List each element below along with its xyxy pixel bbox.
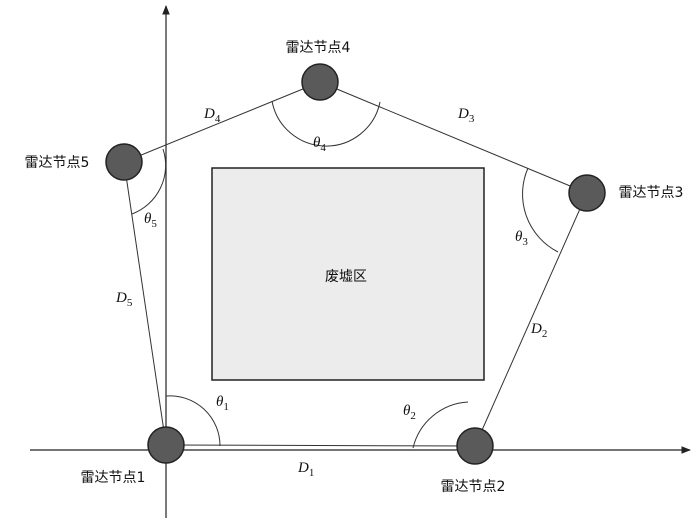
radar-node-2-label: 雷达节点2	[441, 479, 506, 495]
angle-arc-3	[522, 167, 559, 253]
radar-node-1	[147, 426, 185, 464]
edge-d1	[165, 444, 476, 447]
angle-arc-4	[271, 100, 381, 147]
angle-theta2-label: θ2	[403, 403, 416, 422]
edge-d2	[474, 192, 588, 447]
angle-theta4-label: θ4	[313, 135, 326, 154]
angle-arc-5	[131, 148, 167, 215]
angle-arc-1	[165, 395, 221, 447]
distance-d5-label: D5	[115, 290, 133, 309]
distance-d2-label: D2	[530, 321, 547, 340]
angle-theta1-label: θ1	[216, 394, 229, 413]
radar-node-2	[456, 427, 494, 465]
distance-d3-label: D3	[457, 106, 475, 125]
distance-d4-label: D4	[203, 106, 221, 125]
radar-node-3	[568, 174, 606, 212]
edge-d5	[123, 161, 167, 446]
edge-d4	[123, 81, 321, 163]
angle-theta3-label: θ3	[515, 229, 528, 248]
edge-d3	[319, 81, 588, 194]
angle-arc-2	[412, 401, 469, 449]
ruins-area	[211, 167, 485, 381]
radar-node-4	[301, 63, 339, 101]
radar-node-3-label: 雷达节点3	[619, 185, 684, 201]
radar-node-4-label: 雷达节点4	[286, 40, 351, 56]
radar-node-5	[105, 143, 143, 181]
ruins-label: 废墟区	[325, 269, 367, 285]
radar-node-1-label: 雷达节点1	[81, 470, 146, 486]
angle-theta5-label: θ5	[144, 211, 157, 230]
distance-d1-label: D1	[297, 460, 314, 479]
radar-node-5-label: 雷达节点5	[25, 155, 90, 171]
